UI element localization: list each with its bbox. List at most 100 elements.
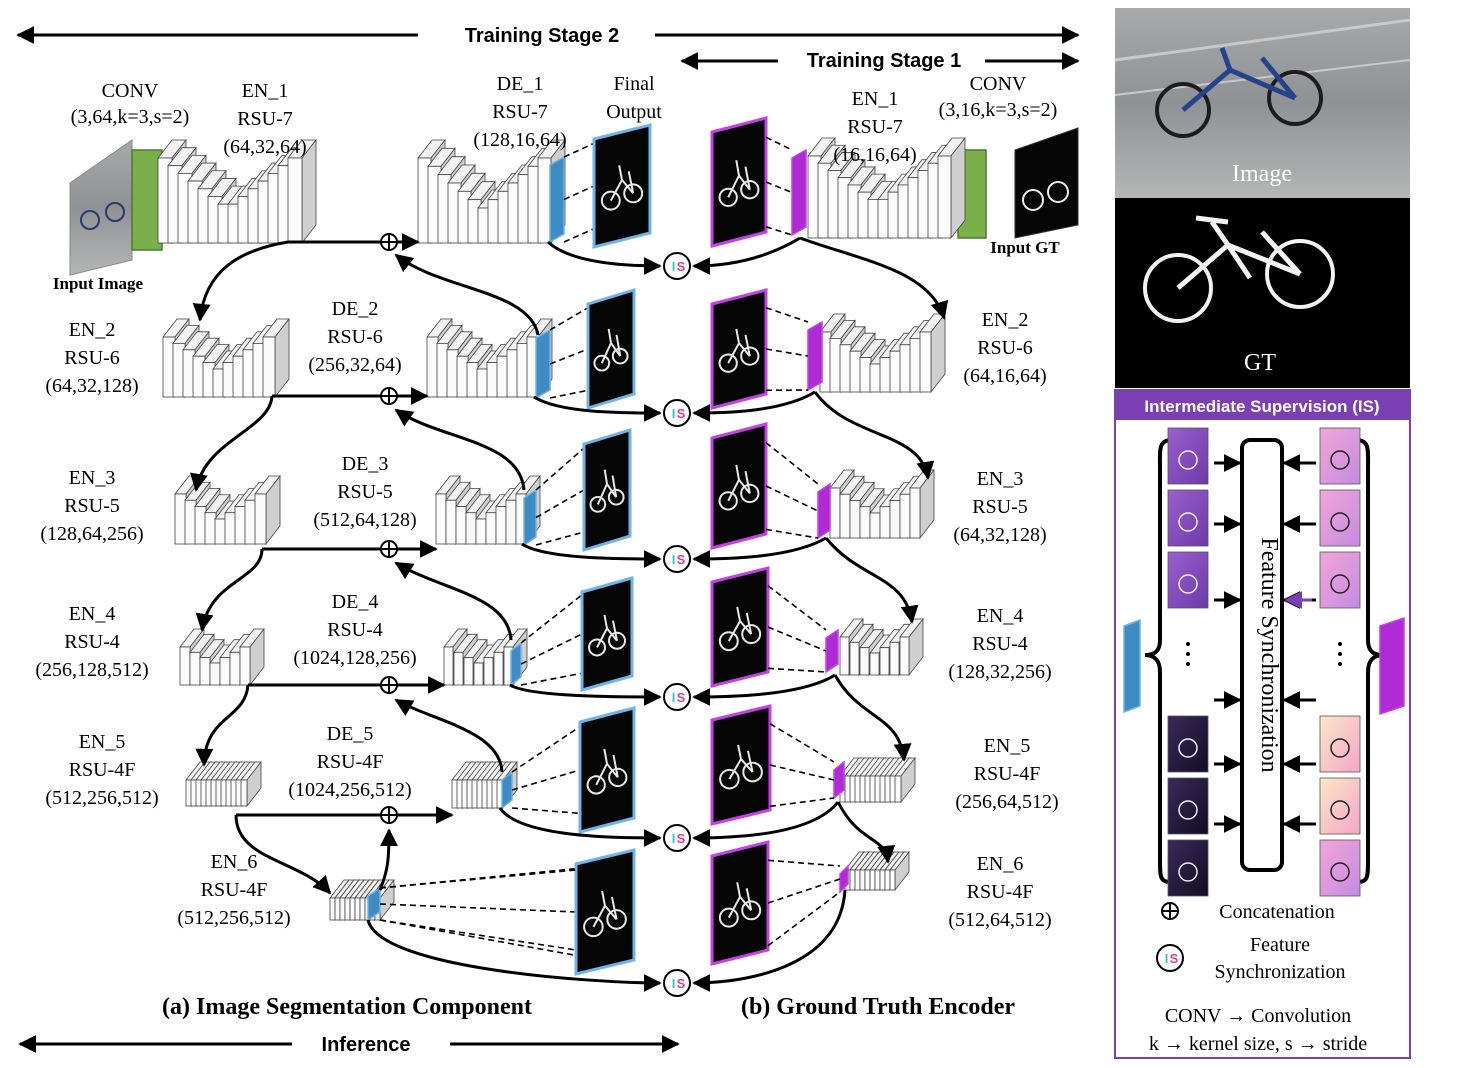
left-decoder-label-1-line-3: (128,16,64) [473,129,566,151]
right-encoder-label-1-line-3: (16,16,64) [833,144,916,166]
legend-fs-label-line-1: Feature [1250,934,1310,956]
is-letter-s: S [1170,951,1179,966]
slab-front [262,336,276,398]
slab-front [239,646,251,686]
bike-frame [727,328,751,364]
mask-frame [592,123,652,249]
is-letter-i: I [672,552,676,567]
feature-map-right-bike [1330,574,1350,594]
left-down-3 [195,548,264,632]
left-decoder-label-5-line-1: DE_5 [327,723,374,745]
slab-front [486,362,499,398]
legend-concat-label: Concatenation [1219,901,1335,923]
right-dash-c-5 [769,797,835,808]
feature-map-left-7 [1167,839,1209,897]
right-encoder-label-5-line-2: RSU-4F [974,763,1041,785]
slab-front [339,897,346,921]
slab-front [894,775,902,803]
slab-front [329,897,336,921]
bike-wheel-back [719,768,740,790]
slab-front [426,336,439,398]
is-letter-i: I [672,976,676,991]
left-encoder-label-5-line-3: (512,256,512) [45,787,158,809]
right-dash-b-4 [767,626,827,652]
right-encoder-4 [839,617,924,677]
is-letter-i: I [672,690,676,705]
slab-front [344,897,351,921]
left-dash-c-2 [549,389,589,399]
left-encoder-label-2-line-1: EN_2 [69,319,116,341]
ellipsis-dot-right-2 [1338,652,1342,656]
slab-front [219,657,231,686]
slab-front [889,869,896,891]
right-encoder-label-1-line-1: EN_1 [852,88,899,110]
bike-frame [727,160,751,198]
slab-front [859,506,871,539]
slab-front [174,493,187,545]
mask-frame [710,704,772,826]
right-encoder-label-5-line-3: (256,64,512) [955,791,1058,813]
bike-frame [609,165,635,202]
left-dash-en6-bottom [379,919,577,951]
slab-front [435,493,447,545]
right-encoder-6 [844,850,910,892]
left-decoder-label-5-line-2: RSU-4F [317,751,384,773]
left-output-mask-6 [574,848,636,976]
right-dash-b-1 [765,181,793,194]
slab-front [537,157,552,244]
left-encoder-label-5-line-1: EN_5 [79,731,126,753]
left-decoder-4 [443,627,528,687]
right-encoder-label-5-line-1: EN_5 [984,735,1031,757]
left-encoder-en5 [185,760,262,808]
left-dash-a-3 [535,447,585,491]
gt-bike-wheel-2 [1265,239,1335,309]
bike-wheel-front [606,909,627,930]
left-to-is-6 [366,919,662,992]
left-encoder-en3 [174,474,281,546]
bike-wheel-back [600,190,621,211]
left-down-5 [234,814,332,895]
feature-map-left-2 [1167,489,1209,547]
bike-wheel-back [718,187,738,208]
right-encoder-label-2-line-3: (64,16,64) [963,365,1046,387]
bike-wheel-back [583,916,604,938]
left-encoder-label-4-line-1: EN_4 [69,603,116,625]
slab-front [869,512,881,539]
left-encoder-label-6-line-2: RSU-4F [201,879,268,901]
bike-frame [727,606,753,642]
input-image-label: Input Image [53,274,144,293]
left-dash-c-6 [379,919,577,957]
feature-map-left-bike [1178,574,1198,594]
slab-front [884,869,891,891]
left-concat-2 [380,387,398,405]
thumb-wheel-1 [80,210,100,230]
left-decoder-label-4-line-1: DE_4 [332,591,379,613]
is-letter-s: S [677,406,686,421]
legend-conv-label: CONV → Convolution [1165,1005,1351,1027]
slab-front [453,651,464,686]
panel-blue-plate [1123,618,1141,714]
slab-front [909,337,922,393]
feature-map-right-bike [1330,862,1350,882]
left-dash-b-6 [379,903,577,913]
feature-map-right-2 [1319,489,1361,547]
slab-front [204,512,217,545]
slab-front [446,349,459,398]
left-to-is-2 [533,395,662,422]
right-down-1 [799,236,949,320]
left-encoder-label-1-line-1: EN_1 [242,80,289,102]
left-encoder-en1 [157,138,317,245]
slab-front [505,499,517,545]
is-circle [663,969,691,997]
feature-map-right-bike [1330,512,1350,532]
bike-frame [592,890,618,928]
slab-front [879,869,886,891]
right-magenta-plate-4 [825,628,839,674]
right-encoder-label-3-line-3: (64,32,128) [953,524,1046,546]
slab-front [473,662,484,686]
is-circle [663,683,691,711]
right-dash-a-3 [765,441,819,485]
